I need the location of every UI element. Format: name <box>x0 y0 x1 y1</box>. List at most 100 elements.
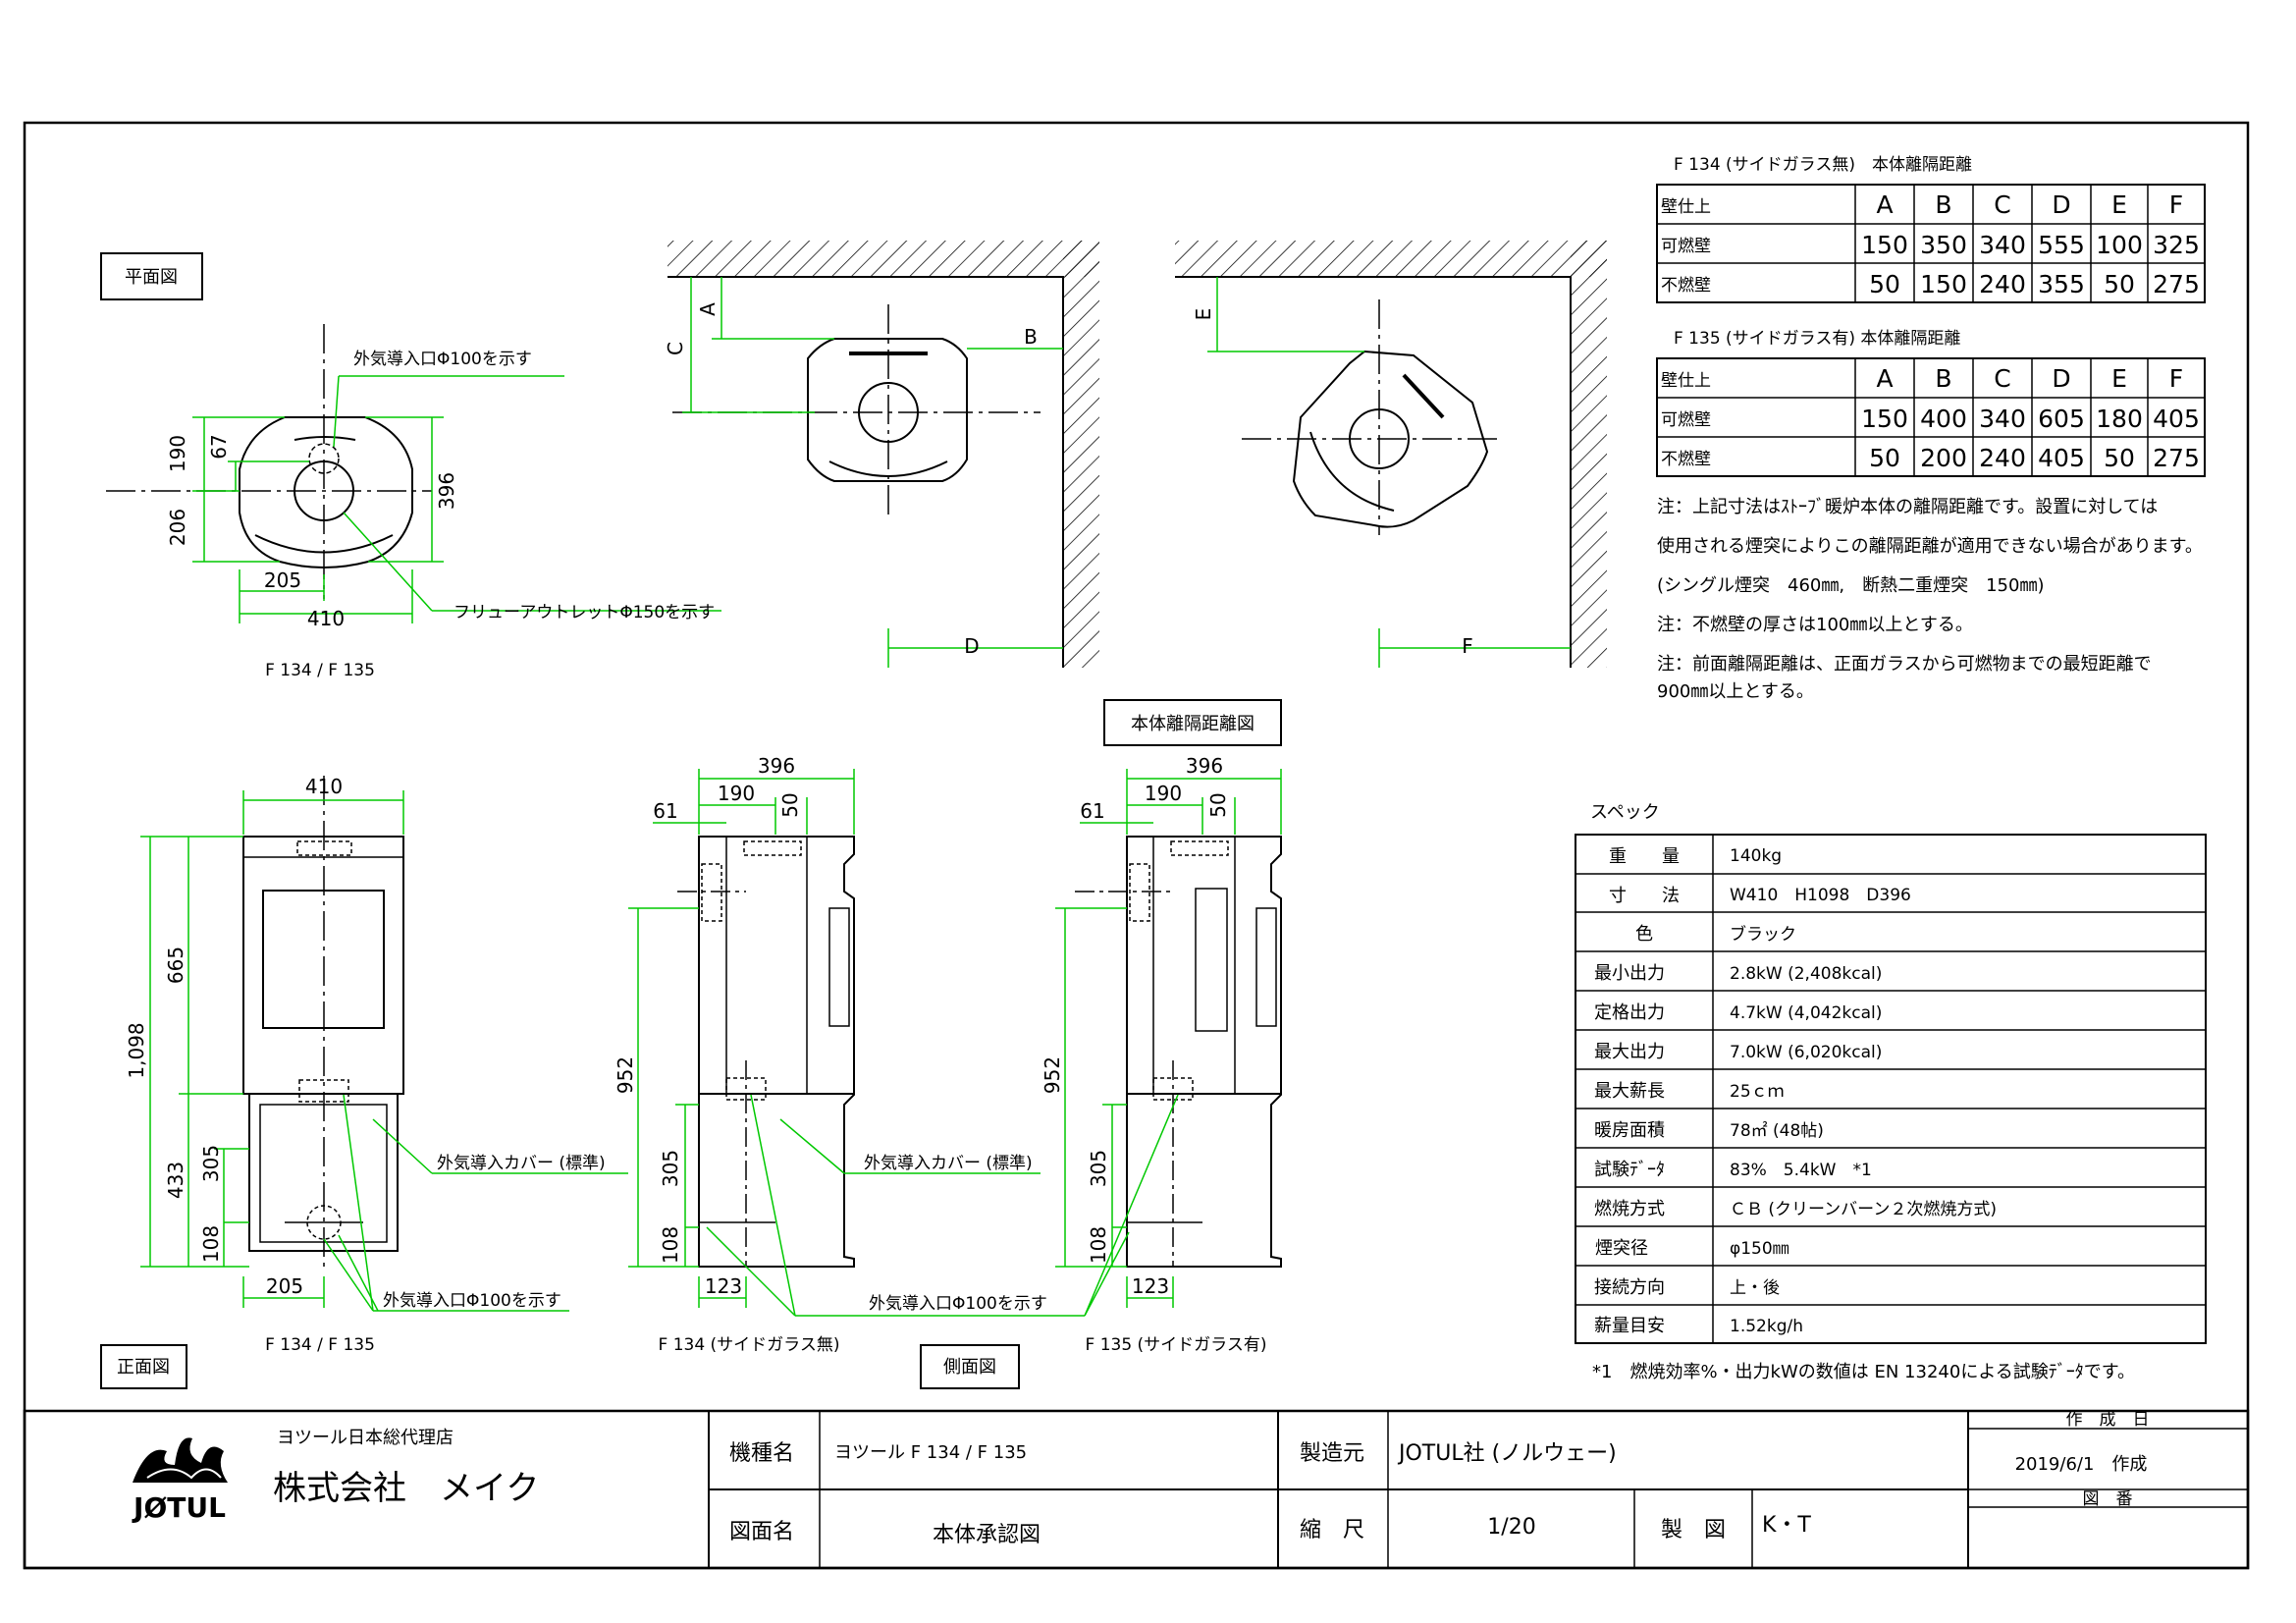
dim-clearance-B: B <box>1024 325 1038 349</box>
front-caption: F 134 / F 135 <box>265 1335 375 1355</box>
callout-air-cover: 外気導入カバー (標準) <box>437 1154 606 1173</box>
dim-front-108: 108 <box>199 1225 223 1263</box>
dim-side2-50: 50 <box>1206 792 1230 817</box>
table-cell: 不燃壁 <box>1661 450 1711 469</box>
dim-clearance-A: A <box>696 302 720 316</box>
side-view-label: 側面図 <box>943 1357 996 1378</box>
spec-footnote: *1 燃焼効率%・出力kWの数値は EN 13240による試験ﾃﾞｰﾀです。 <box>1592 1362 2135 1382</box>
note-line: 使用される煙突によりこの離隔距離が適用できない場合があります。 <box>1657 536 2203 557</box>
note-line: 注：上記寸法はｽﾄｰﾌﾞ暖炉本体の離隔距離です。設置に対しては <box>1657 497 2158 517</box>
spec-table: スペック 重 量 140kg 寸 法 W410 H1098 D396 色 ブラッ… <box>1575 802 2207 1382</box>
dim-side2-305: 305 <box>1087 1150 1110 1187</box>
table-cell: 350 <box>1920 231 1967 259</box>
spec-label: 最大出力 <box>1594 1042 1665 1062</box>
dim-side-50: 50 <box>778 792 802 817</box>
dim-plan-396: 396 <box>435 472 458 510</box>
dim-front-410: 410 <box>305 775 343 798</box>
note-line: 900㎜以上とする。 <box>1657 681 1814 702</box>
maker-label: 製造元 <box>1300 1441 1364 1466</box>
table-header-cell: D <box>2052 364 2070 393</box>
spec-title: スペック <box>1590 802 1660 823</box>
scale-value: 1/20 <box>1487 1515 1535 1540</box>
clearance-table-f135: F 135 (サイドガラス有) 本体離隔距離 壁仕上 A B C D E F 可… <box>1656 329 2206 477</box>
table-cell: 275 <box>2153 444 2200 472</box>
dim-side2-108: 108 <box>1087 1226 1110 1264</box>
front-view-label: 正面図 <box>117 1357 170 1378</box>
table-cell: 50 <box>1869 444 1900 472</box>
dim-front-1098: 1,098 <box>125 1022 148 1078</box>
dim-side-305: 305 <box>659 1150 682 1187</box>
side-view-f134: 396 190 50 61 952 305 108 123 外気導入カバー (標… <box>614 754 1085 1355</box>
spec-value: 2.8kW (2,408kcal) <box>1730 964 1882 984</box>
dim-front-665: 665 <box>164 947 187 984</box>
table-cell: 340 <box>1979 231 2026 259</box>
plan-view: 平面図 190 <box>100 252 721 680</box>
dim-plan-205: 205 <box>264 568 301 592</box>
spec-label: 薪量目安 <box>1594 1316 1665 1336</box>
spec-value: 83% 5.4kW *1 <box>1730 1161 1872 1180</box>
spec-label: 定格出力 <box>1594 1002 1665 1023</box>
jotul-logo: JØTUL <box>132 1437 228 1524</box>
table-header-cell: C <box>1994 364 2010 393</box>
table-header-cell: D <box>2052 190 2070 219</box>
dim-front-305: 305 <box>199 1145 223 1182</box>
spec-value: 1.52kg/h <box>1730 1317 1803 1336</box>
table-header-cell: B <box>1935 190 1951 219</box>
table-cell: 275 <box>2153 270 2200 298</box>
table-header-cell: 壁仕上 <box>1661 197 1711 217</box>
spec-value: 25ｃｍ <box>1730 1082 1785 1102</box>
table-cell: 50 <box>2104 270 2135 298</box>
drafter-label: 製 図 <box>1661 1518 1726 1542</box>
drafter-value: K・T <box>1762 1513 1811 1538</box>
spec-value: 4.7kW (4,042kcal) <box>1730 1003 1882 1023</box>
notes: 注：上記寸法はｽﾄｰﾌﾞ暖炉本体の離隔距離です。設置に対しては 使用される煙突に… <box>1657 497 2203 702</box>
agent-name: ヨツール日本総代理店 <box>277 1428 454 1448</box>
spec-label: 最小出力 <box>1594 963 1665 984</box>
table-header-cell: B <box>1935 364 1951 393</box>
spec-label: 試験ﾃﾞｰﾀ <box>1594 1160 1665 1180</box>
dim-clearance-C: C <box>664 342 687 355</box>
drawing-value: 本体承認図 <box>933 1523 1041 1547</box>
dim-side2-190: 190 <box>1145 782 1182 805</box>
dim-clearance-F: F <box>1462 634 1473 658</box>
dim-plan-190: 190 <box>166 435 189 472</box>
title-block: JØTUL ヨツール日本総代理店 株式会社 メイク 機種名 ヨツール F 134… <box>23 1409 2250 1570</box>
dim-side-61: 61 <box>653 799 677 823</box>
spec-label: 寸 法 <box>1609 886 1680 906</box>
date-label: 作 成 日 <box>2066 1410 2150 1430</box>
spec-value: 140kg <box>1730 846 1782 866</box>
table-cell: 50 <box>1869 270 1900 298</box>
callout-flue-outlet: フリューアウトレットΦ150を示す <box>454 603 715 622</box>
table-header-cell: A <box>1876 364 1893 393</box>
table-cell: 400 <box>1920 405 1967 433</box>
dim-clearance-D: D <box>964 634 979 658</box>
callout-air-inlet: 外気導入口Φ100を示す <box>353 350 532 369</box>
table-cell: 200 <box>1920 444 1967 472</box>
company-name: 株式会社 メイク <box>273 1469 539 1508</box>
table-cell: 325 <box>2153 231 2200 259</box>
spec-value: W410 H1098 D396 <box>1730 886 1911 905</box>
dim-side-108: 108 <box>659 1226 682 1264</box>
spec-label: 燃焼方式 <box>1594 1199 1665 1219</box>
side-view-f135: 396 190 50 61 952 305 108 123 F 135 (サイド… <box>1041 754 1282 1355</box>
table-cell: 可燃壁 <box>1661 410 1711 430</box>
table-cell: 100 <box>2096 231 2143 259</box>
spec-label: 接続方向 <box>1594 1277 1665 1298</box>
table-header-cell: A <box>1876 190 1893 219</box>
spec-value: ブラック <box>1730 924 1796 945</box>
spec-label: 重 量 <box>1609 846 1680 867</box>
table-cell: 150 <box>1861 231 1908 259</box>
dim-plan-206: 206 <box>166 509 189 546</box>
table-header-cell: E <box>2111 364 2127 393</box>
clearance-view-parallel: C A B D <box>664 241 1099 668</box>
note-line: 注：前面離隔距離は、正面ガラスから可燃物までの最短距離で <box>1657 654 2152 675</box>
logo-wordmark: JØTUL <box>132 1491 226 1524</box>
table-cell: 150 <box>1920 270 1967 298</box>
dim-front-205: 205 <box>266 1274 303 1298</box>
side-caption-f135: F 135 (サイドガラス有) <box>1086 1335 1267 1355</box>
dim-side-396: 396 <box>758 754 795 778</box>
dim-plan-67: 67 <box>207 434 231 459</box>
clearance-view-label: 本体離隔距離図 <box>1131 714 1255 734</box>
dim-side-190: 190 <box>718 782 755 805</box>
